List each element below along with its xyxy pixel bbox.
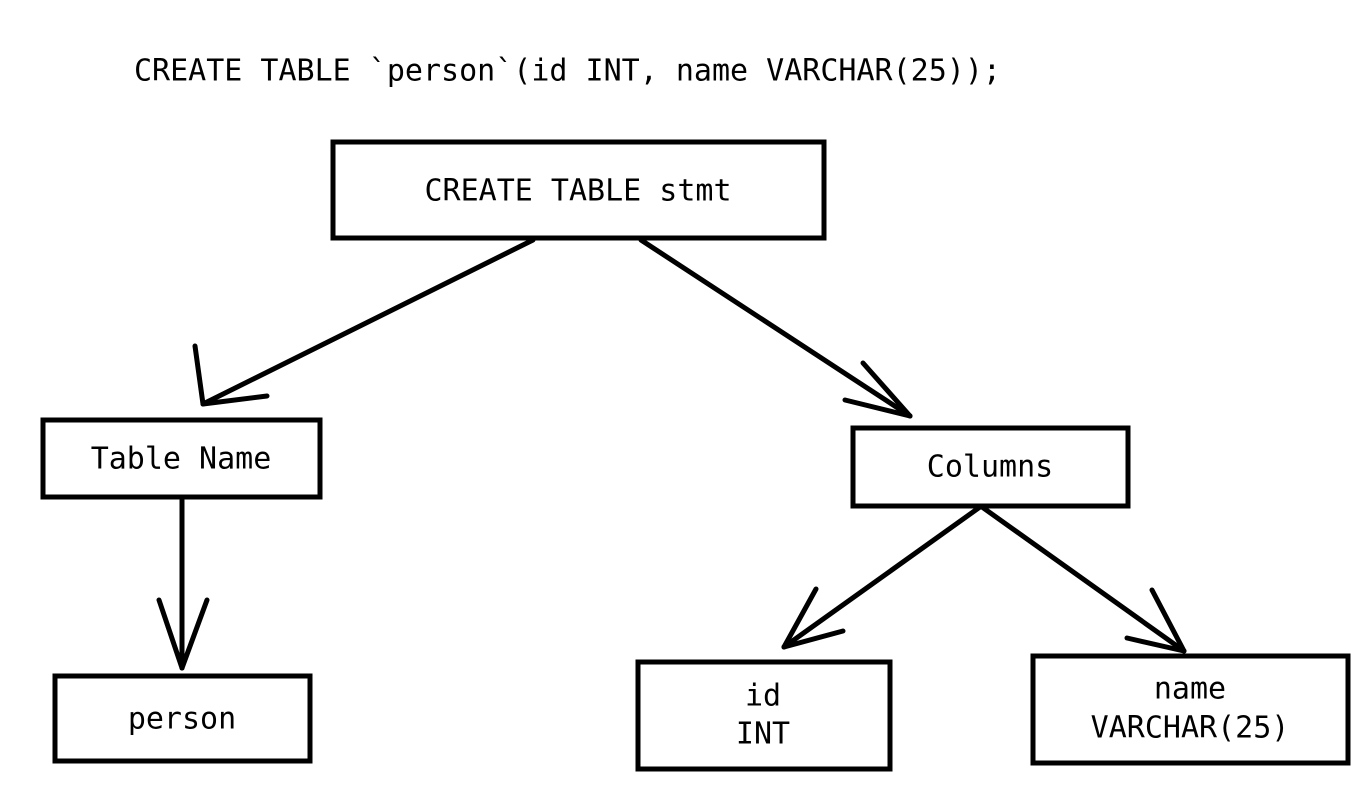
arrowhead-barb-right	[842, 397, 913, 419]
node-columns[interactable]: Columns	[850, 425, 1131, 509]
node-label-line-1: id	[745, 679, 781, 714]
edge-columns-to-col-name	[979, 504, 1187, 654]
node-column-id[interactable]: id INT	[635, 659, 893, 772]
node-label: person	[128, 702, 236, 737]
node-label: CREATE TABLE stmt	[424, 174, 731, 209]
edge-line	[781, 504, 983, 650]
node-box[interactable]	[850, 425, 1131, 509]
edge-root-to-table-name	[192, 237, 536, 407]
node-person[interactable]: person	[52, 673, 313, 764]
sql-statement-title: CREATE TABLE `person`(id INT, name VARCH…	[134, 54, 1001, 89]
arrowhead-barb-left	[860, 360, 913, 419]
arrowhead-barb-right	[1124, 635, 1187, 654]
arrowhead-barb-right	[179, 597, 210, 671]
node-column-name[interactable]: name VARCHAR(25)	[1030, 653, 1351, 766]
node-label: Table Name	[91, 442, 272, 477]
arrowhead-barb-left	[192, 343, 206, 407]
edge-table-name-to-person	[156, 497, 210, 671]
arrowhead-barb-right	[200, 393, 270, 407]
arrowhead-barb-left	[1149, 587, 1187, 654]
node-create-table-stmt[interactable]: CREATE TABLE stmt	[330, 139, 827, 241]
node-box[interactable]	[52, 673, 313, 764]
edge-line	[979, 504, 1187, 654]
node-box[interactable]	[330, 139, 827, 241]
node-table-name[interactable]: Table Name	[40, 417, 323, 500]
arrowhead-barb-right	[781, 628, 846, 650]
edge-columns-to-col-id	[781, 504, 983, 650]
arrowhead-barb-left	[156, 597, 185, 671]
edge-root-to-columns	[638, 237, 913, 419]
node-label-line-1: name	[1154, 672, 1226, 707]
node-label-line-2: INT	[736, 717, 790, 752]
node-box[interactable]	[635, 659, 893, 772]
edge-line	[200, 237, 536, 407]
node-label: Columns	[927, 450, 1053, 485]
edge-line	[638, 237, 913, 419]
arrowhead-barb-left	[781, 586, 819, 650]
node-box[interactable]	[1030, 653, 1351, 766]
node-label-line-2: VARCHAR(25)	[1091, 711, 1290, 746]
node-box[interactable]	[40, 417, 323, 500]
